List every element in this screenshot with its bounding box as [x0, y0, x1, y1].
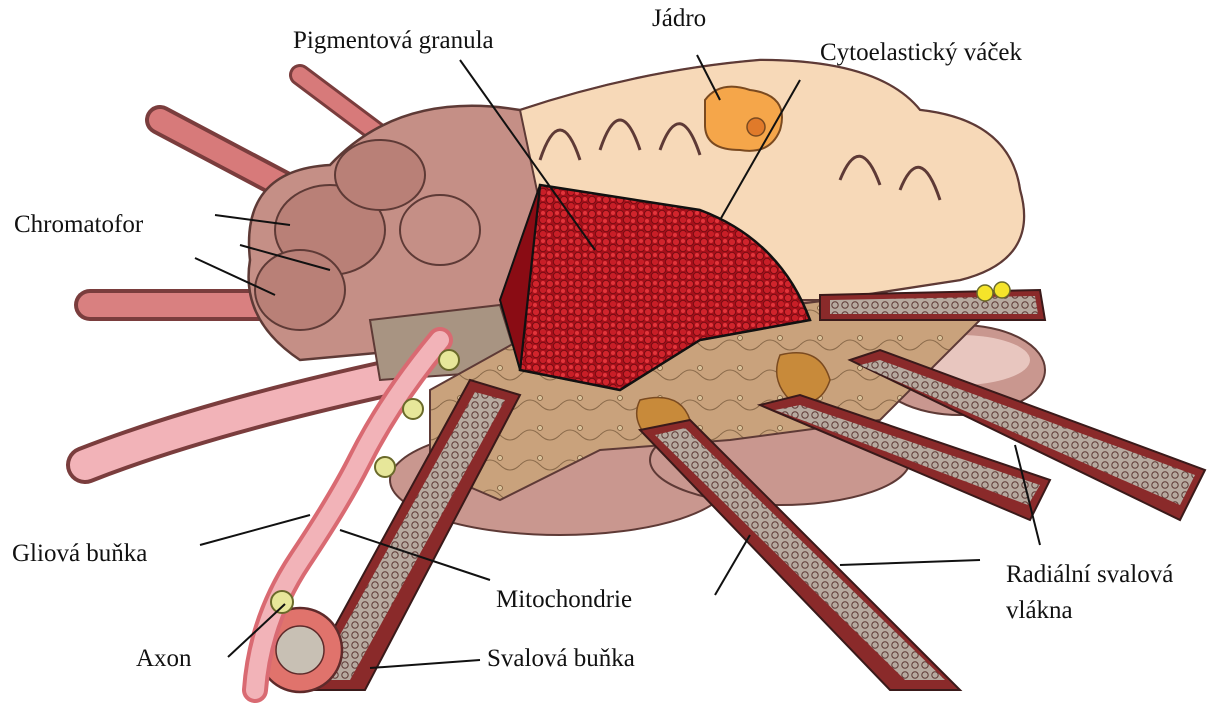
axon-dot [271, 591, 293, 613]
leader-line-muscle-cell [370, 660, 480, 668]
label-chromatophore: Chromatofor [14, 210, 143, 240]
label-axon: Axon [136, 644, 192, 674]
leader-line-glial [200, 515, 310, 545]
leader-line-radial [840, 560, 980, 565]
nucleus [705, 87, 782, 151]
axon-dot [439, 350, 459, 370]
label-cytoelastic-sac: Cytoelastický váček [820, 38, 1022, 68]
axon-dot [403, 399, 423, 419]
leader-line-mitochondria-2 [715, 535, 750, 595]
label-radial-muscle-line2: vlákna [1006, 596, 1073, 626]
axon-dot [977, 285, 993, 301]
axon-dot [375, 457, 395, 477]
label-mitochondria: Mitochondrie [496, 585, 632, 615]
label-muscle-cell: Svalová buňka [487, 644, 635, 674]
label-glial-cell: Gliová buňka [12, 539, 147, 569]
label-radial-muscle-line1: Radiální svalová [1006, 560, 1173, 590]
label-nucleus: Jádro [652, 4, 706, 34]
axon-dot [994, 282, 1010, 298]
label-pigment-granule: Pigmentová granula [293, 26, 494, 56]
